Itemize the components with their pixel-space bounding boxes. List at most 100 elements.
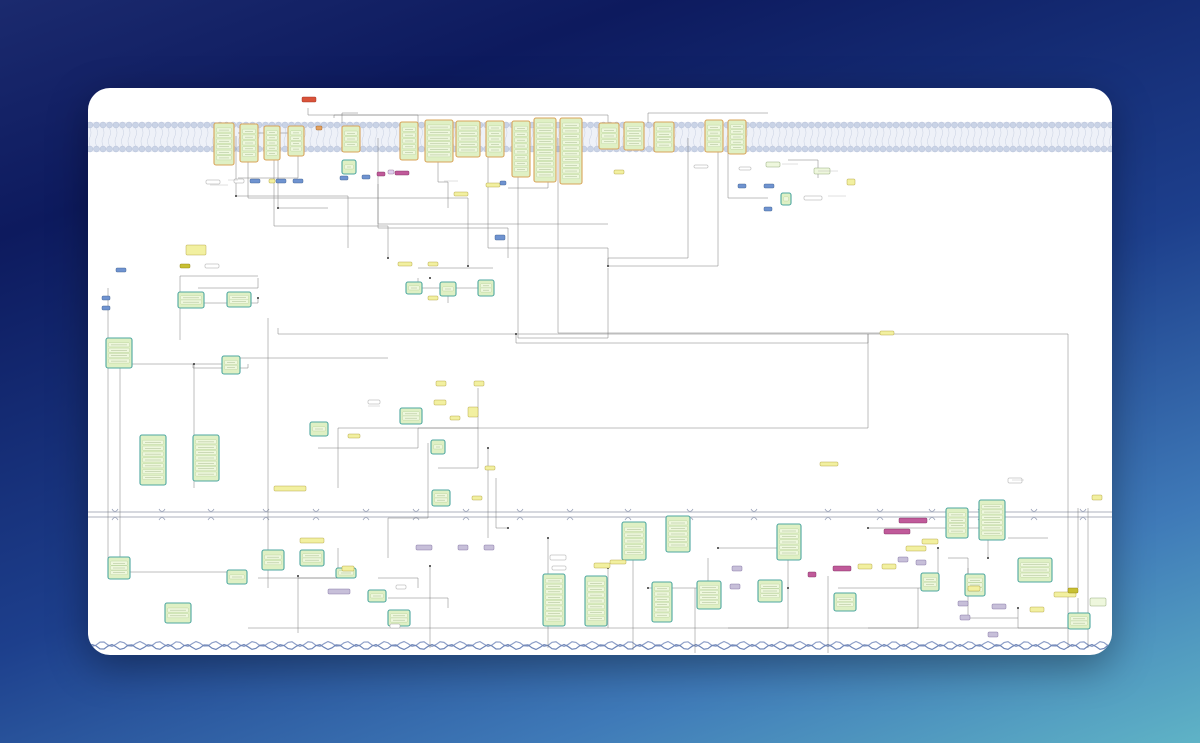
lipid-tail xyxy=(368,127,371,147)
lipid-tail xyxy=(582,127,586,147)
dna-backbone xyxy=(88,643,1112,651)
lipid-tail xyxy=(771,127,774,147)
lipid-head xyxy=(151,121,159,129)
complex-node xyxy=(511,120,531,178)
lipid-head xyxy=(587,121,594,129)
lipid-head xyxy=(697,145,705,153)
junction-dot xyxy=(257,297,259,299)
connector xyxy=(557,138,888,334)
lipid-tail xyxy=(309,127,313,147)
lipid-head xyxy=(951,145,958,153)
lipid-tail xyxy=(1050,127,1054,147)
lipid-head xyxy=(587,145,594,153)
lipid-head xyxy=(918,121,926,129)
complex-node xyxy=(1017,557,1053,583)
complex-node xyxy=(559,117,583,185)
lipid-tail xyxy=(387,127,391,147)
connector xyxy=(607,138,689,266)
lipid-head xyxy=(171,145,178,153)
complex-node xyxy=(1067,612,1091,630)
lipid-head xyxy=(964,145,971,153)
lipid-head xyxy=(158,121,165,129)
lipid-tail xyxy=(192,127,196,147)
entity-node xyxy=(376,171,386,177)
lipid-tail xyxy=(589,127,592,147)
lipid-head xyxy=(1048,145,1056,153)
lipid-head xyxy=(1009,145,1017,153)
entity-node xyxy=(179,263,191,269)
lipid-tail xyxy=(959,127,963,147)
lipid-head xyxy=(197,145,204,153)
complex-node xyxy=(439,281,457,297)
complex-node xyxy=(431,489,451,507)
lipid-head xyxy=(1094,121,1101,129)
entity-node xyxy=(1053,591,1077,598)
complex-node xyxy=(598,122,620,150)
lipid-tail xyxy=(940,127,943,147)
lipid-head xyxy=(821,121,828,129)
lipid-tail xyxy=(1096,127,1099,147)
lipid-head xyxy=(327,121,334,129)
lipid-tail xyxy=(1102,127,1106,147)
lipid-tail xyxy=(758,127,761,147)
lipid-tail xyxy=(322,127,326,147)
entity-node xyxy=(609,559,627,565)
lipid-head xyxy=(1055,145,1062,153)
nuclear-pore xyxy=(624,508,632,521)
lipid-head xyxy=(1061,121,1069,129)
complex-node xyxy=(665,515,691,553)
lipid-tail xyxy=(907,127,911,147)
lipid-tail xyxy=(1024,127,1028,147)
junction-dot xyxy=(429,277,431,279)
connector xyxy=(377,184,608,225)
entity-node xyxy=(249,178,261,184)
lipid-head xyxy=(119,145,126,153)
junction-dot xyxy=(277,207,279,209)
lipid-head xyxy=(1048,121,1056,129)
lipid-head xyxy=(1068,145,1075,153)
complex-box xyxy=(920,572,940,592)
connector xyxy=(198,278,259,289)
pathway-diagram[interactable] xyxy=(88,88,1112,655)
connector xyxy=(119,348,238,573)
junctions xyxy=(193,195,1019,609)
lipid-tail xyxy=(361,127,365,147)
lipid-head xyxy=(879,145,887,153)
lipid-head xyxy=(1035,145,1043,153)
lipid-tail xyxy=(680,127,683,147)
entity-node xyxy=(185,244,207,256)
connector xyxy=(388,597,449,608)
entity-node xyxy=(427,295,439,301)
lipid-head xyxy=(1029,145,1036,153)
lipid-head xyxy=(853,145,861,153)
entity-node xyxy=(499,180,507,186)
lipid-head xyxy=(333,145,341,153)
entity-node xyxy=(1029,606,1045,613)
complex-node xyxy=(226,291,252,308)
lipid-head xyxy=(1074,145,1082,153)
lipid-tail xyxy=(394,127,397,147)
lipid-head xyxy=(860,121,867,129)
lipid-head xyxy=(847,145,854,153)
connector xyxy=(333,114,609,128)
lipid-head xyxy=(814,145,822,153)
complex-node xyxy=(780,192,792,206)
lipid-head xyxy=(912,121,919,129)
entity-node xyxy=(205,179,221,185)
lipid-head xyxy=(886,121,893,129)
lipid-head xyxy=(749,121,757,129)
lipid-tail xyxy=(836,127,839,147)
entity-node xyxy=(957,600,969,607)
notes xyxy=(210,163,1024,481)
entity-node xyxy=(339,175,349,181)
entity-node xyxy=(846,178,856,186)
lipid-head xyxy=(990,121,997,129)
lipid-tail xyxy=(160,127,163,147)
complex-node xyxy=(405,281,423,295)
lipid-head xyxy=(385,121,393,129)
complex-node xyxy=(776,523,802,561)
lipid-head xyxy=(307,145,315,153)
lipid-tail xyxy=(121,127,124,147)
complex-node xyxy=(621,521,647,561)
lipid-head xyxy=(931,145,939,153)
